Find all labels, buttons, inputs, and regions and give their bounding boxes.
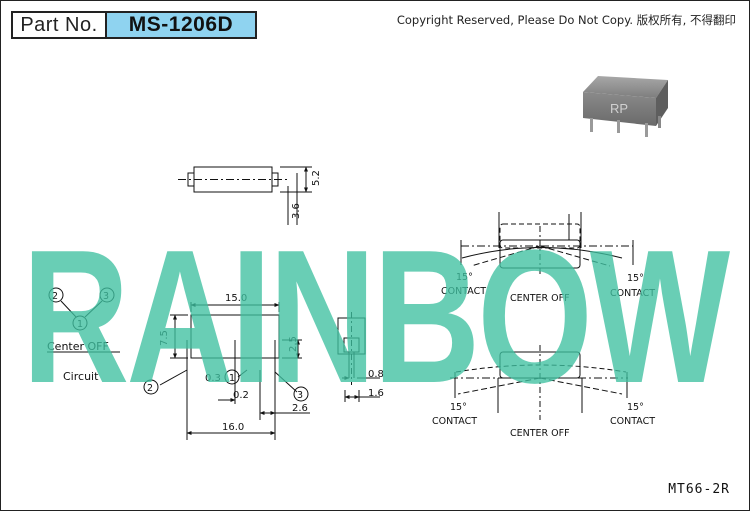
positions-diagram-top [460,212,634,274]
dim-7-5: 7.5 [159,330,170,346]
dim-5-2: 5.2 [311,170,322,186]
watermark: RAINBOW [22,211,731,423]
dim-0-3: 0.3 [205,373,221,384]
part-number: MS-1206D [107,13,255,37]
top-view [178,166,312,225]
model-number: MT66-2R [668,482,730,497]
side-view [337,312,380,402]
dim-2-5: 2.5 [288,336,299,352]
front-view [143,302,310,440]
part-number-box: Part No. MS-1206D [11,11,257,39]
top-center-off: CENTER OFF [510,293,570,304]
bottom-right-angle: 15° [627,402,644,413]
pin-label-3: 3 [297,390,303,401]
dim-0-8: 0.8 [368,369,384,380]
bottom-left-contact: CONTACT [432,416,477,427]
circuit-terminal-1: 1 [77,319,83,330]
product-photo: RP [583,76,668,137]
dim-2-6: 2.6 [292,403,308,414]
dim-16-0: 16.0 [222,422,244,433]
circuit-diagram [47,287,120,353]
bottom-right-contact: CONTACT [610,416,655,427]
bottom-left-angle: 15° [450,402,467,413]
bottom-center-off: CENTER OFF [510,428,570,439]
circuit-terminal-3: 3 [103,291,109,302]
top-right-angle: 15° [627,273,644,284]
top-left-angle: 15° [456,272,473,283]
copyright-notice: Copyright Reserved, Please Do Not Copy. … [396,13,736,27]
top-right-contact: CONTACT [610,288,655,299]
dim-0-2: 0.2 [233,390,249,401]
top-left-contact: CONTACT [441,286,486,297]
circuit-state-label: Center OFF [47,340,109,353]
part-label: Part No. [13,13,107,37]
dim-15-0: 15.0 [225,293,247,304]
circuit-terminal-2: 2 [52,291,58,302]
positions-diagram-bottom [450,345,628,420]
pin-label-1: 1 [229,373,235,384]
circuit-caption: Circuit [63,370,99,383]
product-marking: RP [610,101,628,116]
dim-1-6: 1.6 [368,388,384,399]
pin-label-2: 2 [147,383,153,394]
dim-3-6: 3.6 [291,203,302,219]
